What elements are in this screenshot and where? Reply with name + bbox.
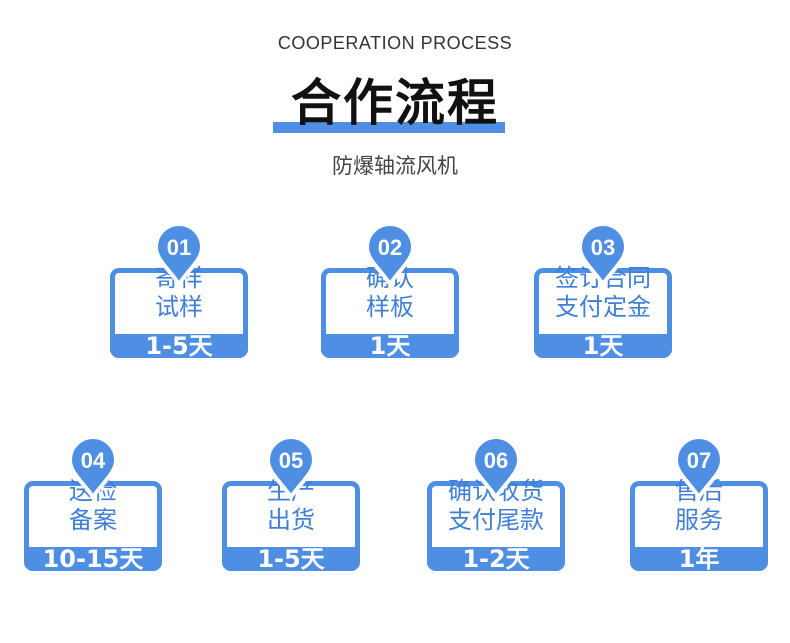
step-card-06: 确认收货 支付尾款 1-2天 06 — [427, 435, 565, 571]
step-card-01: 寄样 试样 1-5天 01 — [110, 222, 248, 358]
step-duration: 10-15天 — [24, 547, 162, 571]
step-label-line2: 出货 — [267, 506, 315, 534]
step-duration: 1天 — [534, 334, 672, 358]
step-card-05: 生产 出货 1-5天 05 — [222, 435, 360, 571]
step-card-07: 售后 服务 1年 07 — [630, 435, 768, 571]
step-duration: 1年 — [630, 547, 768, 571]
subtitle-english: COOPERATION PROCESS — [277, 33, 513, 53]
step-duration: 1-5天 — [222, 547, 360, 571]
step-label-line2: 试样 — [155, 293, 203, 321]
step-card-02: 确认 样板 1天 02 — [321, 222, 459, 358]
map-pin-icon — [265, 435, 317, 501]
step-number: 07 — [686, 448, 712, 473]
step-duration: 1-5天 — [110, 334, 248, 358]
step-label-line2: 支付定金 — [555, 293, 651, 321]
step-number: 04 — [80, 448, 106, 473]
step-card-04: 送检 备案 10-15天 04 — [24, 435, 162, 571]
step-card-03: 签订合同 支付定金 1天 03 — [534, 222, 672, 358]
step-label-line2: 服务 — [675, 506, 723, 534]
step-label-line2: 支付尾款 — [448, 506, 544, 534]
map-pin-icon — [153, 222, 205, 288]
step-label-line2: 样板 — [366, 293, 414, 321]
title-underline — [273, 122, 505, 133]
step-number: 05 — [278, 448, 304, 473]
map-pin-icon — [577, 222, 629, 288]
step-duration: 1-2天 — [427, 547, 565, 571]
step-duration: 1天 — [321, 334, 459, 358]
map-pin-icon — [67, 435, 119, 501]
step-number: 03 — [590, 235, 616, 260]
step-number: 02 — [377, 235, 403, 260]
step-number: 06 — [483, 448, 509, 473]
page-title: 合作流程 — [291, 74, 499, 132]
map-pin-icon — [470, 435, 522, 501]
product-name: 防爆轴流风机 — [332, 154, 458, 178]
step-number: 01 — [166, 235, 192, 260]
map-pin-icon — [364, 222, 416, 288]
step-label-line2: 备案 — [69, 506, 117, 534]
map-pin-icon — [673, 435, 725, 501]
